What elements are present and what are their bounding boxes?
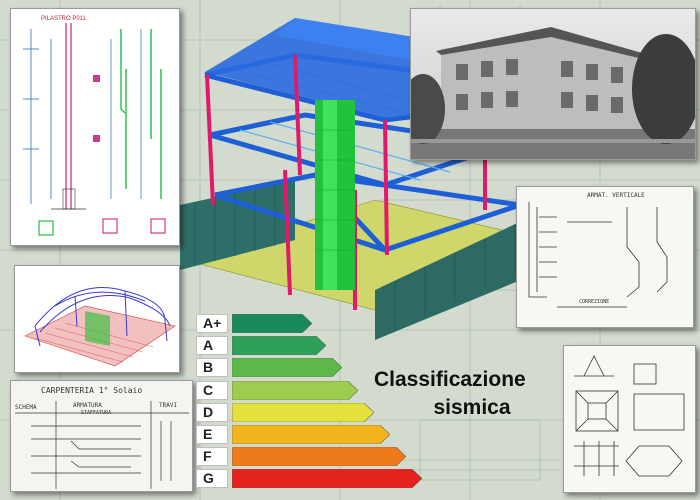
sketch-heading: ARMAT. VERTICALE: [587, 192, 645, 199]
energy-class-arrow: [232, 469, 422, 489]
energy-class-c: C: [196, 380, 436, 400]
energy-class-arrow: [232, 402, 374, 422]
carpentry-heading: CARPENTERIA 1° Solaio: [41, 386, 142, 395]
energy-class-aplus: A+: [196, 314, 436, 333]
energy-class-arrow: [232, 314, 312, 333]
energy-class-label: E: [196, 425, 228, 444]
energy-class-label: A+: [196, 314, 228, 333]
energy-class-d: D: [196, 402, 436, 422]
building-photo: [410, 8, 696, 160]
title-line-1: Classificazione: [374, 368, 526, 391]
energy-class-label: D: [196, 402, 228, 422]
title-line-2: sismica: [433, 396, 511, 419]
col-armatura: ARMATURA: [73, 402, 102, 409]
sketch-note: CORREZIONE: [579, 299, 609, 305]
foundation-plinth-sketch: [563, 345, 696, 493]
column-rebar-drawing: PILASTRO P011: [10, 8, 180, 246]
title-block: Classificazione sismica: [368, 366, 558, 422]
col-schema: SCHEMA: [15, 404, 37, 411]
energy-class-arrow: [232, 447, 406, 467]
energy-class-f: F: [196, 447, 436, 467]
energy-class-g: G: [196, 469, 436, 489]
energy-class-arrow: [232, 380, 358, 400]
col-travi: TRAVI: [159, 402, 177, 409]
retaining-wall-left: [180, 180, 295, 270]
vertical-rebar-sketch: ARMAT. VERTICALE CORREZIONE: [516, 186, 694, 328]
rebar-drawing-header: PILASTRO P011: [41, 16, 87, 22]
energy-class-arrow: [232, 336, 326, 356]
energy-class-label: B: [196, 358, 228, 378]
energy-class-b: B: [196, 358, 436, 378]
energy-class-label: A: [196, 336, 228, 356]
energy-class-label: C: [196, 380, 228, 400]
energy-class-e: E: [196, 425, 436, 444]
carpentry-sketch: CARPENTERIA 1° Solaio SCHEMA ARMATURA ST…: [10, 380, 193, 492]
energy-class-label: G: [196, 469, 228, 489]
energy-class-a: A: [196, 336, 436, 356]
energy-class-arrow: [232, 358, 342, 378]
retaining-wall-right: [375, 210, 545, 340]
fem-mesh-model: [14, 265, 180, 373]
energy-class-label: F: [196, 447, 228, 467]
energy-class-arrow: [232, 425, 390, 444]
